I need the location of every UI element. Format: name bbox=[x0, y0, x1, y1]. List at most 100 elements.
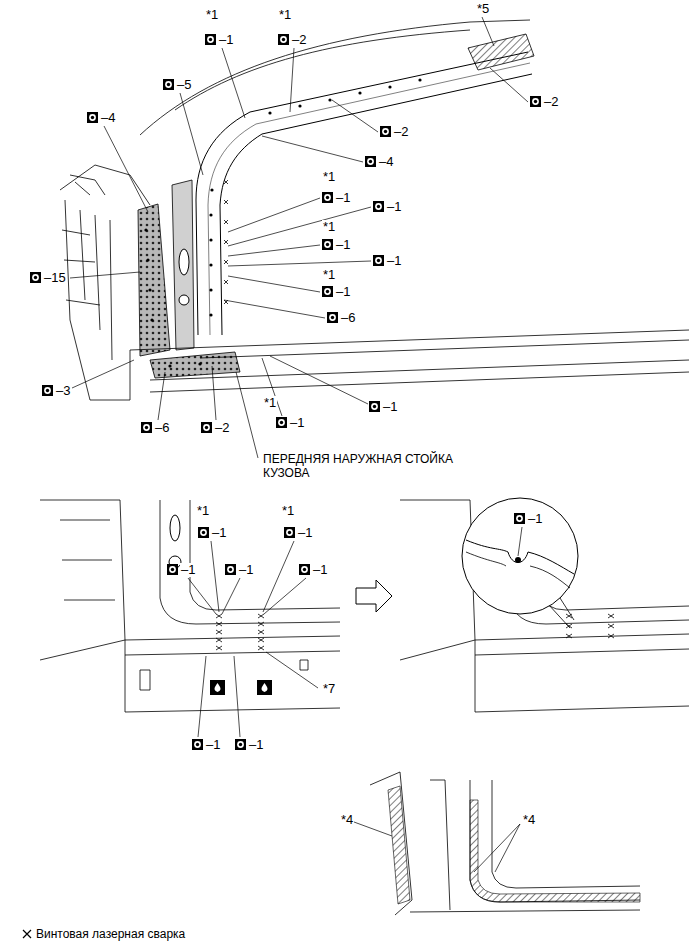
inner-panel bbox=[138, 204, 170, 356]
weld-symbol bbox=[194, 741, 201, 748]
callout-number: –1 bbox=[297, 526, 313, 540]
spot-weld bbox=[209, 213, 212, 216]
section-view bbox=[430, 780, 450, 910]
weld-symbol bbox=[278, 34, 289, 45]
weld-symbol bbox=[324, 288, 331, 295]
weld-symbol bbox=[198, 527, 209, 538]
weld-symbol bbox=[375, 257, 382, 264]
note-marker: *1 bbox=[322, 170, 336, 184]
weld-symbol bbox=[371, 403, 378, 410]
weld-symbol bbox=[276, 417, 287, 428]
callout-number: –1 bbox=[180, 563, 196, 577]
section-view bbox=[40, 500, 340, 712]
inner-panel bbox=[172, 180, 194, 350]
note-marker: *1 bbox=[281, 504, 295, 518]
weld-symbol bbox=[282, 38, 285, 41]
callout-number: –1 bbox=[289, 416, 305, 430]
weld-symbol bbox=[365, 156, 376, 167]
section-view bbox=[400, 500, 475, 660]
weld-symbol bbox=[91, 116, 94, 119]
weld-symbol bbox=[299, 564, 310, 575]
leader-line bbox=[234, 656, 240, 737]
weld-symbol bbox=[518, 517, 521, 520]
section-view bbox=[475, 634, 689, 712]
rocker-panel bbox=[200, 340, 689, 358]
rocker-panel bbox=[150, 372, 689, 392]
weld-symbol bbox=[369, 401, 380, 412]
weld-symbol bbox=[365, 156, 376, 167]
weld-symbol bbox=[163, 79, 174, 90]
step-arrow bbox=[356, 580, 392, 612]
engine-bay bbox=[62, 230, 100, 305]
spot-weld bbox=[388, 85, 391, 88]
weld-symbol bbox=[235, 739, 246, 750]
weld-symbol bbox=[331, 316, 334, 319]
weld-symbol bbox=[167, 83, 170, 86]
callout-number: –1 bbox=[248, 738, 264, 752]
hatched-area bbox=[470, 800, 640, 902]
weld-symbol bbox=[229, 568, 232, 571]
weld-symbol bbox=[225, 564, 236, 575]
legend-symbol bbox=[23, 930, 31, 938]
weld-symbol bbox=[288, 531, 291, 534]
weld-symbol bbox=[196, 743, 199, 746]
weld-symbol bbox=[30, 272, 41, 283]
section-view bbox=[492, 780, 640, 888]
spot-weld bbox=[210, 188, 213, 191]
weld-symbol bbox=[514, 513, 525, 524]
leader-line bbox=[474, 824, 520, 872]
weld-symbol bbox=[42, 385, 53, 396]
weld-symbol bbox=[327, 312, 338, 323]
callout-number: –2 bbox=[214, 421, 230, 435]
leader-line bbox=[158, 372, 165, 420]
weld-symbol bbox=[322, 286, 333, 297]
weld-symbol bbox=[141, 422, 152, 433]
legend-entry: Винтовая лазерная сварка bbox=[22, 927, 185, 941]
section-view bbox=[160, 500, 340, 624]
spot-weld bbox=[328, 98, 331, 101]
weld-symbol bbox=[373, 255, 384, 266]
weld-symbol bbox=[276, 417, 287, 428]
weld-symbol bbox=[207, 36, 214, 43]
section-view-hole bbox=[170, 515, 180, 541]
weld-symbol bbox=[322, 239, 333, 250]
weld-symbol bbox=[382, 128, 389, 135]
weld-symbol bbox=[87, 112, 98, 123]
callout-number: –4 bbox=[100, 111, 116, 125]
weld-symbol bbox=[380, 126, 391, 137]
spot-weld bbox=[144, 78, 421, 367]
detail-circle bbox=[466, 540, 574, 574]
weld-symbol bbox=[384, 130, 387, 133]
section-view bbox=[566, 614, 614, 638]
section-view bbox=[125, 636, 340, 712]
spot-weld bbox=[268, 111, 271, 114]
weld-zigzag bbox=[216, 614, 222, 650]
note-marker: *1 bbox=[322, 268, 336, 282]
callout-number: –6 bbox=[340, 311, 356, 325]
weld-symbol bbox=[375, 203, 382, 210]
leader-line bbox=[228, 261, 371, 266]
weld-symbol bbox=[30, 272, 41, 283]
weld-symbol bbox=[299, 564, 310, 575]
weld-symbol bbox=[237, 741, 244, 748]
a-pillar bbox=[196, 52, 532, 335]
weld-symbol bbox=[534, 100, 537, 103]
leader-line bbox=[518, 527, 522, 556]
leader-line bbox=[222, 48, 245, 118]
weld-symbol bbox=[205, 34, 216, 45]
weld-symbols bbox=[30, 34, 541, 750]
weld-symbol bbox=[377, 205, 380, 208]
inner-panel bbox=[179, 295, 189, 305]
legend-symbol bbox=[22, 929, 32, 939]
weld-symbol bbox=[322, 239, 333, 250]
engine-bay bbox=[65, 200, 130, 400]
weld-symbol bbox=[286, 529, 293, 536]
part-name: ПЕРЕДНЯЯ НАРУЖНАЯ СТОЙКА КУЗОВА bbox=[262, 452, 454, 480]
callout-number: –2 bbox=[543, 95, 559, 109]
callout-number: –1 bbox=[335, 238, 351, 252]
callout-number: –1 bbox=[386, 254, 402, 268]
section-view bbox=[470, 780, 640, 902]
a-pillar bbox=[208, 63, 530, 335]
sealer-symbol bbox=[214, 683, 220, 692]
